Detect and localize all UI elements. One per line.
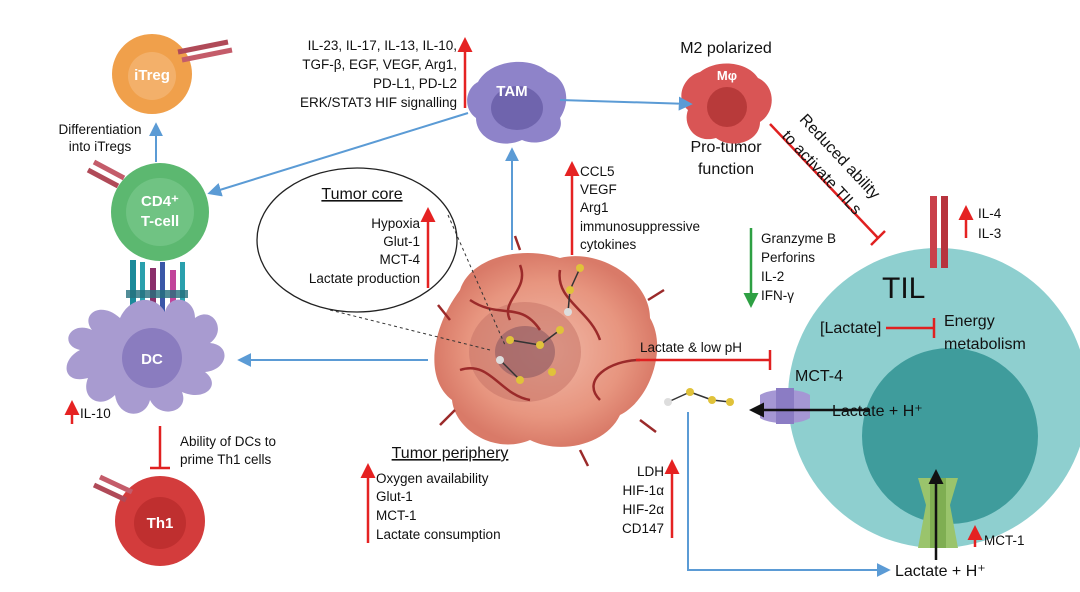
ldh-list: LDH HIF-1α HIF-2α CD147 [622, 464, 664, 536]
cd4-label-line2: T-cell [141, 213, 179, 230]
energy-metabolism-line1: Energy [944, 313, 995, 330]
tumor-core-item: Lactate production [309, 271, 420, 286]
receptor-icon [86, 159, 126, 189]
secreted-item: Arg1 [580, 200, 609, 215]
ldh-item: HIF-1α [622, 483, 664, 498]
mct4-transporter-icon [760, 388, 810, 424]
th1-cell: Th1 [92, 474, 205, 566]
inhibit-lactate-to-energy [886, 318, 936, 338]
lactate-molecule-icon [564, 264, 584, 316]
lactate-molecule-icon [664, 388, 734, 406]
tam-factor-list: IL-23, IL-17, IL-13, IL-10, TGF-β, EGF, … [300, 38, 457, 110]
tumor-mass [434, 235, 665, 467]
til-up-item: IL-4 [978, 206, 1002, 221]
tumor-core-title: Tumor core [321, 186, 402, 203]
cd4-t-cell: CD4⁺ T-cell [86, 159, 209, 261]
itreg-label: iTreg [134, 67, 170, 84]
mct4-label: MCT-4 [795, 368, 843, 385]
ldh-item: LDH [637, 464, 664, 479]
til-down-item: Perforins [761, 250, 815, 265]
tam-factor: TGF-β, EGF, VEGF, Arg1, [302, 57, 457, 72]
pro-tumor-line2: function [698, 161, 754, 178]
tumor-core-inset [256, 167, 458, 313]
til-up-list: IL-4 IL-3 [978, 206, 1002, 241]
arrow-tam-to-m2 [559, 96, 693, 111]
lactate-low-ph-label: Lactate & low pH [640, 340, 742, 355]
tam-factor: PD-L1, PD-L2 [373, 76, 457, 91]
ldh-item: HIF-2α [622, 502, 664, 517]
secreted-item: immunosuppressive [580, 219, 700, 234]
arrow-lactate-export [687, 412, 891, 577]
til-label: TIL [882, 272, 925, 305]
receptor-icon [177, 39, 233, 63]
dc-label: DC [141, 351, 163, 368]
ldh-item: CD147 [622, 521, 664, 536]
tumor-core-item: Hypoxia [371, 216, 420, 231]
dc-cell: DC [66, 299, 225, 414]
tam-factor: IL-23, IL-17, IL-13, IL-10, [308, 38, 457, 53]
til-down-item: IFN-γ [761, 288, 794, 303]
mct1-label: MCT-1 [984, 533, 1025, 548]
til-cell: TIL [788, 248, 1080, 548]
differentiation-line1: Differentiation [58, 122, 141, 137]
til-receptor-icon [930, 196, 948, 268]
th1-label: Th1 [147, 515, 174, 532]
til-down-item: Granzyme B [761, 231, 836, 246]
periphery-item: Lactate consumption [376, 527, 501, 542]
periphery-item: Glut-1 [376, 489, 413, 504]
m2-title: M2 polarized [680, 40, 772, 57]
tumor-secreted-list: CCL5 VEGF Arg1 immunosuppressive cytokin… [580, 164, 700, 252]
periphery-item: Oxygen availability [376, 471, 489, 486]
il10-label: IL-10 [80, 406, 111, 421]
inhibit-dc-to-th1 [150, 426, 170, 470]
periphery-item: MCT-1 [376, 508, 417, 523]
secreted-item: cytokines [580, 237, 637, 252]
inhibit-lactate-to-til [636, 350, 772, 370]
lactate-molecule-icon [496, 326, 564, 384]
dc-ability-line2: prime Th1 cells [180, 452, 272, 467]
pro-tumor-line1: Pro-tumor [690, 139, 762, 156]
arrow-tam-to-cd4 [207, 112, 469, 197]
m2-symbol: Mφ [717, 68, 737, 83]
tumor-periphery-list: Oxygen availability Glut-1 MCT-1 Lactate… [376, 471, 501, 542]
receptor-icon [92, 474, 134, 503]
til-down-list: Granzyme B Perforins IL-2 IFN-γ [761, 231, 836, 303]
cd4-label-line1: CD4⁺ [141, 193, 179, 210]
energy-metabolism-line2: metabolism [944, 336, 1026, 353]
tumor-core-item: Glut-1 [383, 234, 420, 249]
tumor-periphery-title: Tumor periphery [392, 445, 509, 462]
differentiation-line2: into iTregs [69, 139, 132, 154]
m2-macrophage-cell: M2 polarized Mφ Pro-tumor function [680, 40, 772, 178]
tumor-core-item: MCT-4 [380, 252, 421, 267]
tam-cell: TAM [467, 61, 567, 144]
lactate-h-inside-label: Lactate + H⁺ [832, 403, 923, 420]
til-up-item: IL-3 [978, 226, 1001, 241]
tam-label: TAM [496, 83, 527, 100]
secreted-item: CCL5 [580, 164, 615, 179]
mct1-transporter-icon [918, 478, 958, 548]
inhibit-m2-to-til [769, 123, 886, 246]
tumor-core-list: Hypoxia Glut-1 MCT-4 Lactate production [309, 216, 421, 286]
itreg-cell: iTreg [112, 34, 233, 114]
secreted-item: VEGF [580, 182, 617, 197]
tam-factor: ERK/STAT3 HIF signalling [300, 95, 457, 110]
til-down-item: IL-2 [761, 269, 784, 284]
lactate-concentration-label: [Lactate] [820, 320, 881, 337]
dc-ability-line1: Ability of DCs to [180, 434, 276, 449]
lactate-h-outside-label: Lactate + H⁺ [895, 563, 986, 580]
